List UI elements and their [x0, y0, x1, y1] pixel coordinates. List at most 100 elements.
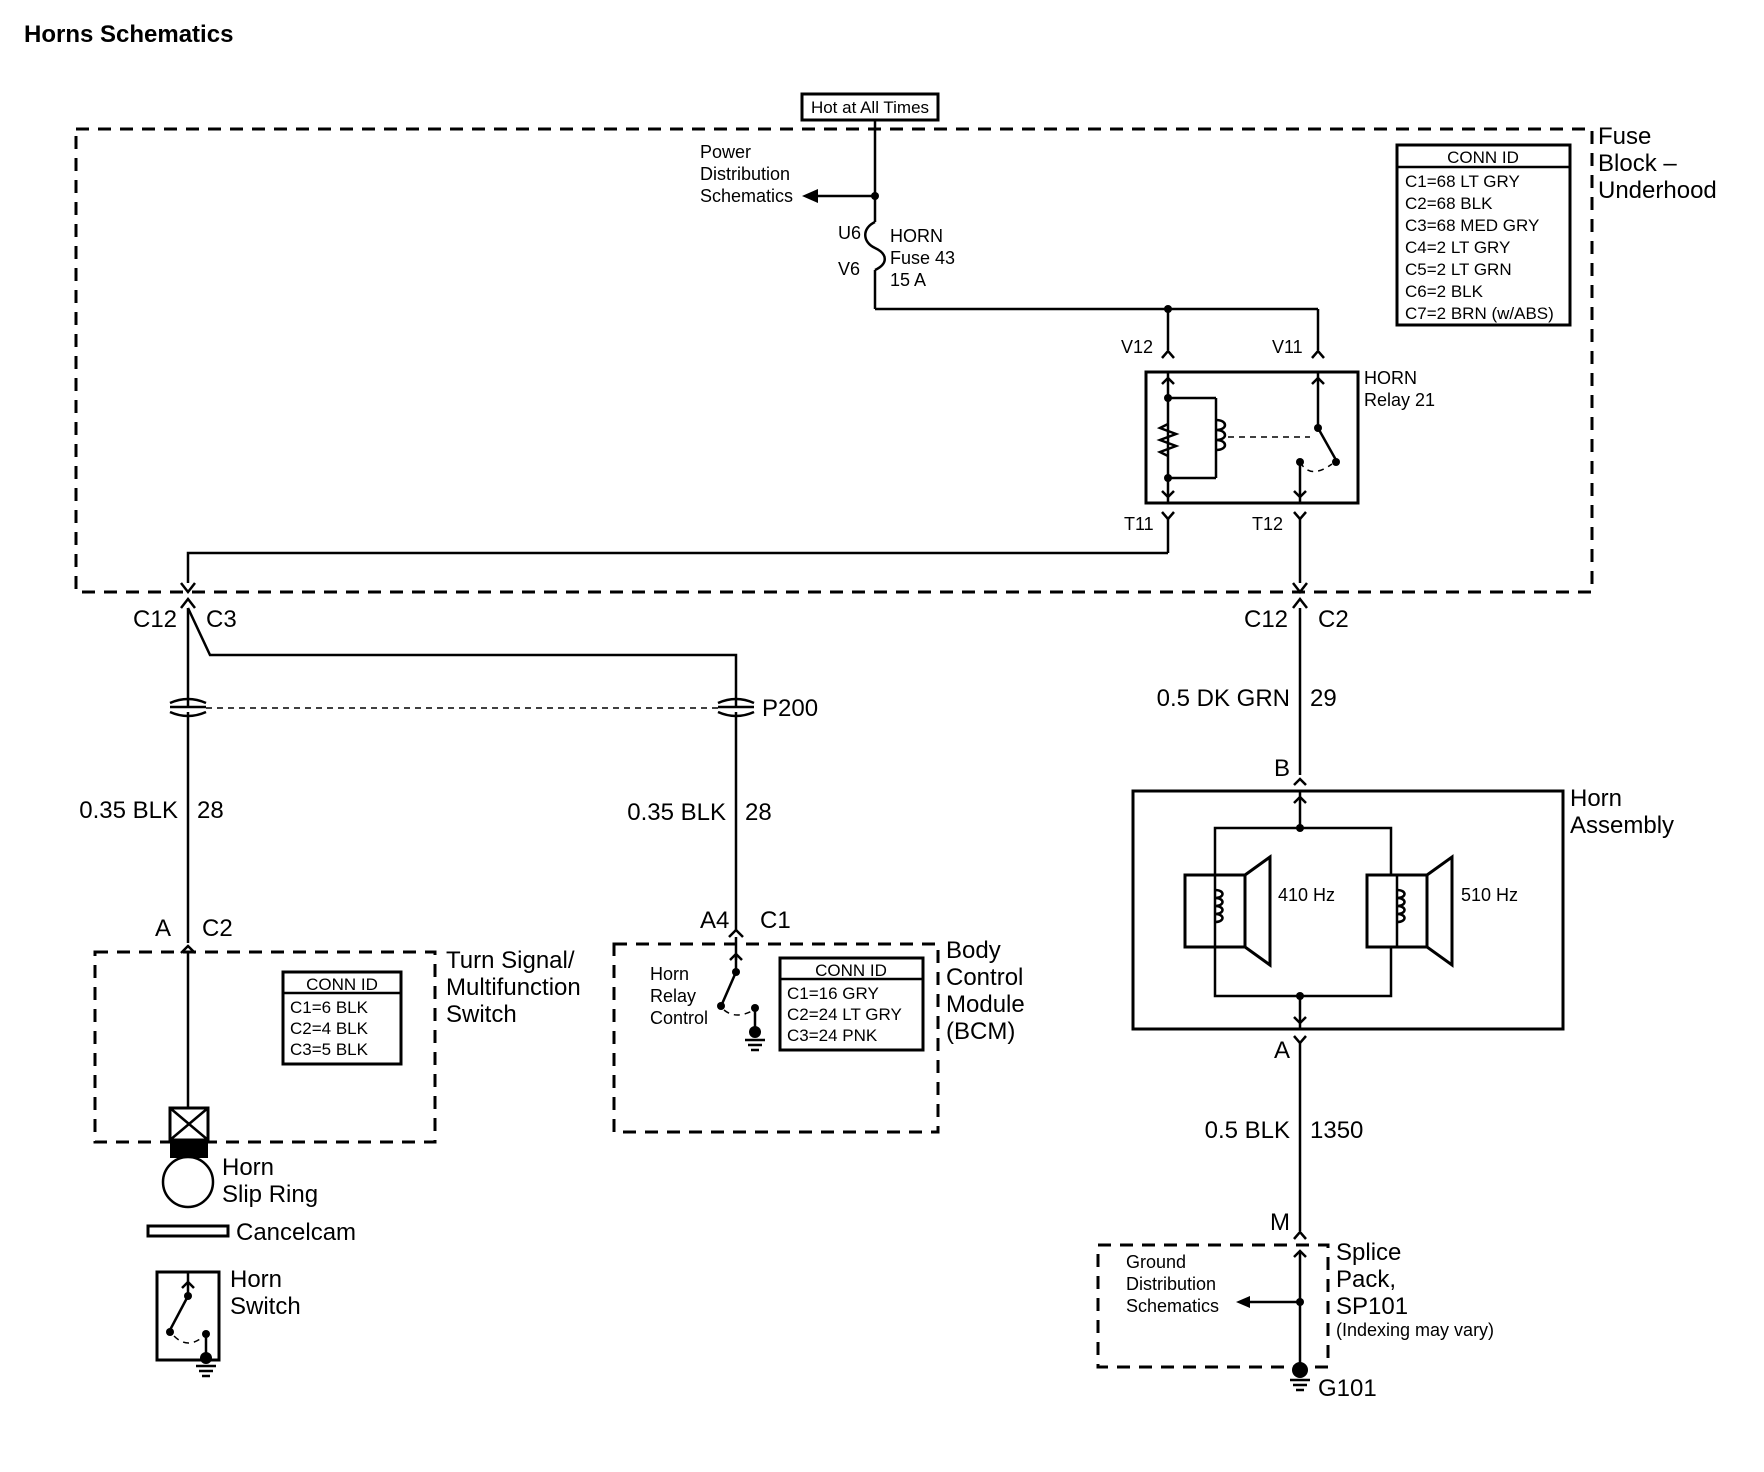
svg-text:Hot at All Times: Hot at All Times: [811, 98, 929, 117]
right-top-wire-gauge: 0.5 DK GRN: [1157, 685, 1290, 712]
bcm-name-2: Control: [946, 964, 1023, 991]
turn-switch-name-3: Switch: [446, 1001, 517, 1028]
conn-id-header: CONN ID: [1447, 148, 1519, 167]
conn-id-row: C4=2 LT GRY: [1405, 238, 1510, 257]
splice-pack-name-2: Pack,: [1336, 1266, 1396, 1293]
conn-id-row: C1=68 LT GRY: [1405, 172, 1520, 191]
horn-switch: [155, 1270, 221, 1378]
fuse-name-1: HORN: [890, 226, 943, 246]
horn-assembly-name-1: Horn: [1570, 785, 1622, 812]
conn-id-row: C7=2 BRN (w/ABS): [1405, 304, 1554, 323]
conn-id-row: C1=16 GRY: [787, 984, 879, 1003]
turn-switch-name-1: Turn Signal/: [446, 947, 575, 974]
left-wire-gauge: 0.35 BLK: [79, 797, 178, 824]
pds-label-3: Schematics: [700, 186, 793, 206]
turn-switch-conn-id-table: CONN ID C1=6 BLK C2=4 BLK C3=5 BLK: [281, 970, 403, 1066]
bcm-horn-relay-control-switch: [717, 952, 765, 1052]
horn-relay: [1144, 309, 1360, 583]
slip-ring-name-1: Horn: [222, 1154, 274, 1181]
turn-switch-conn-c2: C2: [202, 915, 233, 942]
splice-pack-internals: [1236, 1249, 1310, 1392]
bcm-conn-id-table: CONN ID C1=16 GRY C2=24 LT GRY C3=24 PNK: [778, 956, 925, 1052]
fuse-pin-v6: V6: [838, 259, 860, 279]
relay-name-2: Relay 21: [1364, 390, 1435, 410]
horn-assembly-pin-a: A: [1274, 1037, 1290, 1064]
relay-name-1: HORN: [1364, 368, 1417, 388]
left-connector-c3: C3: [206, 606, 237, 633]
connector-c12-c3-left: [180, 582, 738, 708]
connector-c12-c2-right: [1292, 582, 1308, 775]
horn-assembly-name-2: Assembly: [1570, 812, 1674, 839]
bcm-control-2: Relay: [650, 986, 696, 1006]
conn-id-row: C3=68 MED GRY: [1405, 216, 1539, 235]
bcm-outline: [612, 942, 940, 1134]
right-bottom-wire-circuit: 1350: [1310, 1117, 1363, 1144]
right-connector-c2: C2: [1318, 606, 1349, 633]
cancelcam-label: Cancelcam: [236, 1219, 356, 1246]
bcm-conn-c1: C1: [760, 907, 791, 934]
fuse-block-conn-id-table: CONN ID C1=68 LT GRY C2=68 BLK C3=68 MED…: [1395, 143, 1572, 327]
splice-p200-label: P200: [762, 695, 818, 722]
splice-pack-name-1: Splice: [1336, 1239, 1401, 1266]
fuse-block-name-3: Underhood: [1598, 177, 1717, 204]
relay-pin-v11: V11: [1272, 337, 1303, 357]
conn-id-row: C3=5 BLK: [290, 1040, 369, 1059]
splice-pack-pin-m: M: [1270, 1209, 1290, 1236]
bcm-pin-a4: A4: [700, 907, 729, 934]
fuse-name-2: Fuse 43: [890, 248, 955, 268]
horn-assembly-pin-b: B: [1274, 755, 1290, 782]
gds-label-2: Distribution: [1126, 1274, 1216, 1294]
bcm-name-3: Module: [946, 991, 1025, 1018]
conn-id-row: C5=2 LT GRN: [1405, 260, 1512, 279]
fuse-name-3: 15 A: [890, 270, 926, 290]
bcm-name-4: (BCM): [946, 1018, 1015, 1045]
horn-right-frequency: 510 Hz: [1461, 885, 1518, 905]
horn-switch-name-2: Switch: [230, 1293, 301, 1320]
cancelcam-bar: [146, 1224, 230, 1238]
relay-pin-v12: V12: [1121, 337, 1153, 357]
horn-switch-name-1: Horn: [230, 1266, 282, 1293]
right-top-wire-circuit: 29: [1310, 685, 1337, 712]
horn-assembly-internals: [1183, 791, 1454, 1029]
inline-connector-p200: [169, 697, 755, 943]
fuse-pin-u6: U6: [838, 223, 861, 243]
middle-wire-circuit: 28: [745, 799, 772, 826]
conn-id-row: C3=24 PNK: [787, 1026, 878, 1045]
slip-ring-name-2: Slip Ring: [222, 1181, 318, 1208]
left-connector-c12: C12: [133, 606, 177, 633]
fuse-block-outline: [74, 127, 1594, 594]
pds-label-1: Power: [700, 142, 751, 162]
splice-pack-note: (Indexing may vary): [1336, 1320, 1494, 1340]
bcm-control-3: Control: [650, 1008, 708, 1028]
fuse-block-name-1: Fuse: [1598, 123, 1651, 150]
bcm-control-1: Horn: [650, 964, 689, 984]
conn-id-row: C6=2 BLK: [1405, 282, 1484, 301]
turn-signal-switch-outline: [93, 950, 437, 1144]
conn-id-header: CONN ID: [815, 961, 887, 980]
gds-label-1: Ground: [1126, 1252, 1186, 1272]
splice-pack-name-3: SP101: [1336, 1293, 1408, 1320]
relay-pin-t11: T11: [1124, 514, 1154, 534]
horn-left-frequency: 410 Hz: [1278, 885, 1335, 905]
conn-id-header: CONN ID: [306, 975, 378, 994]
ground-g101-label: G101: [1318, 1375, 1377, 1402]
splice-pack-outline: [1096, 1243, 1330, 1369]
bcm-name-1: Body: [946, 937, 1001, 964]
left-wire-circuit: 28: [197, 797, 224, 824]
conn-id-row: C2=24 LT GRY: [787, 1005, 902, 1024]
power-feed-wire: [802, 120, 1318, 313]
wire-t11-to-c12: [186, 551, 1168, 583]
turn-switch-name-2: Multifunction: [446, 974, 581, 1001]
horn-assembly-outline: [1131, 789, 1565, 1031]
conn-id-row: C2=68 BLK: [1405, 194, 1493, 213]
right-bottom-wire-gauge: 0.5 BLK: [1205, 1117, 1290, 1144]
diagram-title: Horns Schematics: [24, 21, 233, 48]
conn-id-row: C1=6 BLK: [290, 998, 369, 1017]
relay-pin-t12: T12: [1252, 514, 1283, 534]
right-connector-c12: C12: [1244, 606, 1288, 633]
slip-ring-contact: [161, 1106, 215, 1209]
hot-at-all-times-label: Hot at All Times: [800, 92, 940, 122]
pds-label-2: Distribution: [700, 164, 790, 184]
turn-switch-pin-a: A: [155, 915, 171, 942]
